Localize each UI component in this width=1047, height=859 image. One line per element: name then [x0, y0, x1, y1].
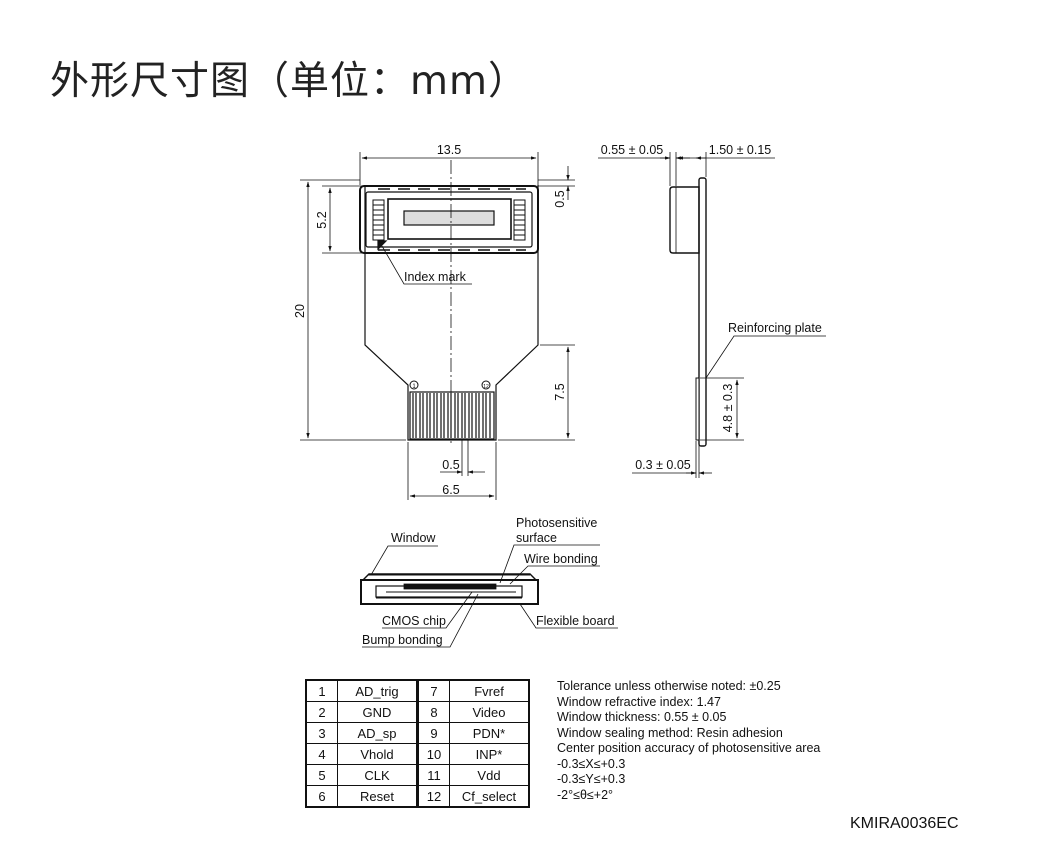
drawing-code: KMIRA0036EC: [850, 815, 959, 832]
note-line: Window refractive index: 1.47: [557, 694, 721, 709]
cross-section-leaders: [362, 544, 618, 648]
table-row: 3 AD_sp 9 PDN*: [305, 722, 530, 744]
label-cmos-chip: CMOS chip: [382, 614, 446, 628]
pin-table: 1 AD_trig 7 Fvref 2 GND 8 Video 3 AD_sp …: [305, 679, 530, 808]
pin-number: 6: [305, 785, 338, 808]
pin-name: Fvref: [449, 679, 530, 702]
pin-number: 8: [417, 701, 450, 723]
label-photosensitive: Photosensitive: [516, 516, 597, 530]
note-line: -0.3≤X≤+0.3: [557, 756, 626, 771]
side-dimensions: [598, 152, 826, 478]
dim-connector-height: 7.5: [553, 383, 567, 400]
pin-name: INP*: [449, 743, 530, 765]
label-window: Window: [391, 531, 436, 545]
table-row: 2 GND 8 Video: [305, 701, 530, 723]
pin-name: Vhold: [337, 743, 419, 765]
pin-number: 10: [417, 743, 450, 765]
table-row: 6 Reset 12 Cf_select: [305, 785, 530, 808]
pin-number: 4: [305, 743, 338, 765]
table-row: 1 AD_trig 7 Fvref: [305, 679, 530, 702]
index-mark: [377, 240, 388, 251]
label-reinforcing-plate: Reinforcing plate: [728, 321, 822, 335]
front-view: [359, 185, 539, 441]
note-line: Window sealing method: Resin adhesion: [557, 725, 783, 740]
pin-name: CLK: [337, 764, 419, 786]
pin-name: AD_trig: [337, 679, 419, 702]
label-flexible-board: Flexible board: [536, 614, 615, 628]
pin-name: Video: [449, 701, 530, 723]
pin-number: 12: [417, 785, 450, 808]
dim-total-height: 20: [293, 304, 307, 318]
pin12-marker: 12: [483, 384, 489, 390]
dim-window-thickness: 0.55 ± 0.05: [601, 143, 664, 157]
connector-fingers: [409, 391, 495, 440]
pin-number: 3: [305, 722, 338, 744]
side-view: [669, 177, 707, 447]
dim-pin-pitch: 0.5: [442, 458, 459, 472]
cmos-chip-outline: [387, 198, 512, 240]
flexible-board-outline: [364, 185, 539, 441]
label-wire-bonding: Wire bonding: [524, 552, 598, 566]
dim-top-margin: 0.5: [553, 190, 567, 207]
cross-section: [360, 573, 539, 605]
pin-name: Cf_select: [449, 785, 530, 808]
pin-number: 9: [417, 722, 450, 744]
label-bump-bonding: Bump bonding: [362, 633, 443, 647]
label-index-mark: Index mark: [404, 270, 467, 284]
pin1-marker: 1: [412, 384, 416, 390]
pin-number: 1: [305, 679, 338, 702]
dim-window-height: 5.2: [315, 211, 329, 228]
dim-plate-thickness: 0.3 ± 0.05: [635, 458, 691, 472]
table-row: 5 CLK 11 Vdd: [305, 764, 530, 786]
dim-width-total: 13.5: [437, 143, 461, 157]
photosensitive-area: [403, 210, 495, 226]
note-line: -2°≤θ≤+2°: [557, 787, 614, 802]
pin-number: 11: [417, 764, 450, 786]
pin-number: 7: [417, 679, 450, 702]
notes: Tolerance unless otherwise noted: ±0.25 …: [557, 679, 820, 803]
pin-name: PDN*: [449, 722, 530, 744]
pin-number: 5: [305, 764, 338, 786]
pin-number: 2: [305, 701, 338, 723]
front-dimensions: [300, 152, 575, 500]
note-line: -0.3≤Y≤+0.3: [557, 772, 626, 786]
page-title: 外形尺寸图（单位：mm）: [50, 59, 528, 104]
pin-name: Reset: [337, 785, 419, 808]
pin-name: AD_sp: [337, 722, 419, 744]
package-body: [359, 185, 539, 254]
note-line: Tolerance unless otherwise noted: ±0.25: [557, 679, 781, 693]
table-row: 4 Vhold 10 INP*: [305, 743, 530, 765]
dim-connector-width: 6.5: [442, 483, 459, 497]
pin-name: GND: [337, 701, 419, 723]
bond-pads: [378, 188, 526, 251]
label-photosensitive-2: surface: [516, 531, 557, 545]
note-line: Center position accuracy of photosensiti…: [557, 741, 821, 755]
note-line: Window thickness: 0.55 ± 0.05: [557, 710, 727, 724]
pin-name: Vdd: [449, 764, 530, 786]
dim-package-thickness: 1.50 ± 0.15: [709, 143, 772, 157]
dim-plate-height: 4.8 ± 0.3: [721, 384, 735, 433]
